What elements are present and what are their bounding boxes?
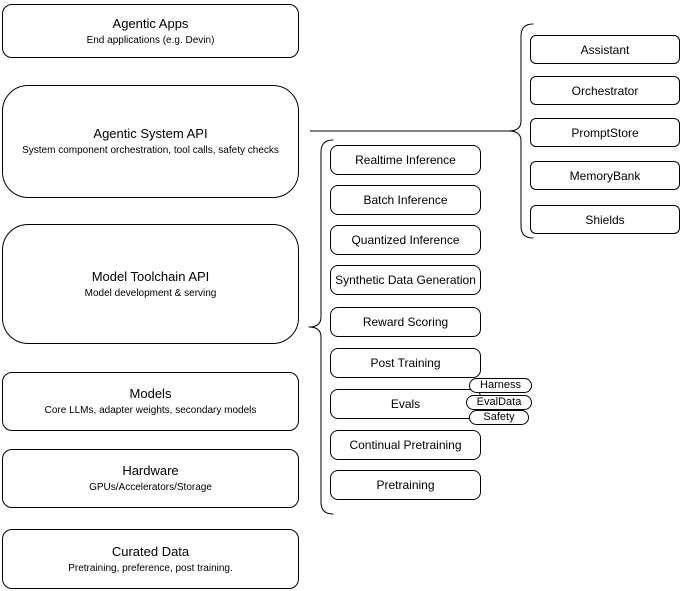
layer-subtitle: System component orchestration, tool cal…	[22, 145, 279, 156]
layer-subtitle: Core LLMs, adapter weights, secondary mo…	[44, 405, 257, 416]
component-assistant: Assistant	[530, 35, 680, 64]
layer-models: Models Core LLMs, adapter weights, secon…	[2, 372, 299, 431]
layer-title: Curated Data	[111, 543, 190, 559]
toolchain-item-batch-inference: Batch Inference	[330, 185, 481, 215]
layer-agentic-system-api: Agentic System API System component orch…	[2, 85, 299, 198]
component-promptstore: PromptStore	[530, 118, 680, 147]
eval-tag-evaldata: EvalData	[466, 395, 532, 410]
layer-subtitle: Pretraining, preference, post training.	[68, 562, 233, 574]
layer-subtitle: GPUs/Accelerators/Storage	[89, 482, 212, 493]
component-memorybank: MemoryBank	[530, 161, 680, 190]
layer-title: Models	[129, 386, 172, 401]
layer-subtitle: Model development & serving	[84, 287, 217, 299]
layer-title: Hardware	[122, 463, 179, 478]
layer-title: Model Toolchain API	[91, 268, 210, 284]
component-orchestrator: Orchestrator	[530, 76, 680, 105]
toolchain-item-pretraining: Pretraining	[330, 470, 481, 500]
toolchain-item-continual-pretraining: Continual Pretraining	[330, 430, 481, 460]
layer-model-toolchain-api: Model Toolchain API Model development & …	[2, 224, 299, 344]
toolchain-item-synthetic-data-generation: Synthetic Data Generation	[330, 265, 481, 295]
layer-agentic-apps: Agentic Apps End applications (e.g. Devi…	[2, 4, 299, 58]
toolchain-item-post-training: Post Training	[330, 348, 481, 378]
layer-subtitle: End applications (e.g. Devin)	[86, 34, 215, 46]
toolchain-item-realtime-inference: Realtime Inference	[330, 145, 481, 175]
eval-tag-harness: Harness	[469, 378, 532, 393]
toolchain-item-reward-scoring: Reward Scoring	[330, 307, 481, 337]
eval-tag-safety: Safety	[469, 410, 529, 425]
toolchain-item-quantized-inference: Quantized Inference	[330, 225, 481, 255]
layer-curated-data: Curated Data Pretraining, preference, po…	[2, 529, 299, 589]
toolchain-item-evals: Evals	[330, 389, 481, 419]
component-shields: Shields	[530, 205, 680, 234]
layer-hardware: Hardware GPUs/Accelerators/Storage	[2, 449, 299, 508]
layer-title: Agentic Apps	[112, 15, 189, 31]
layer-title: Agentic System API	[93, 126, 208, 141]
